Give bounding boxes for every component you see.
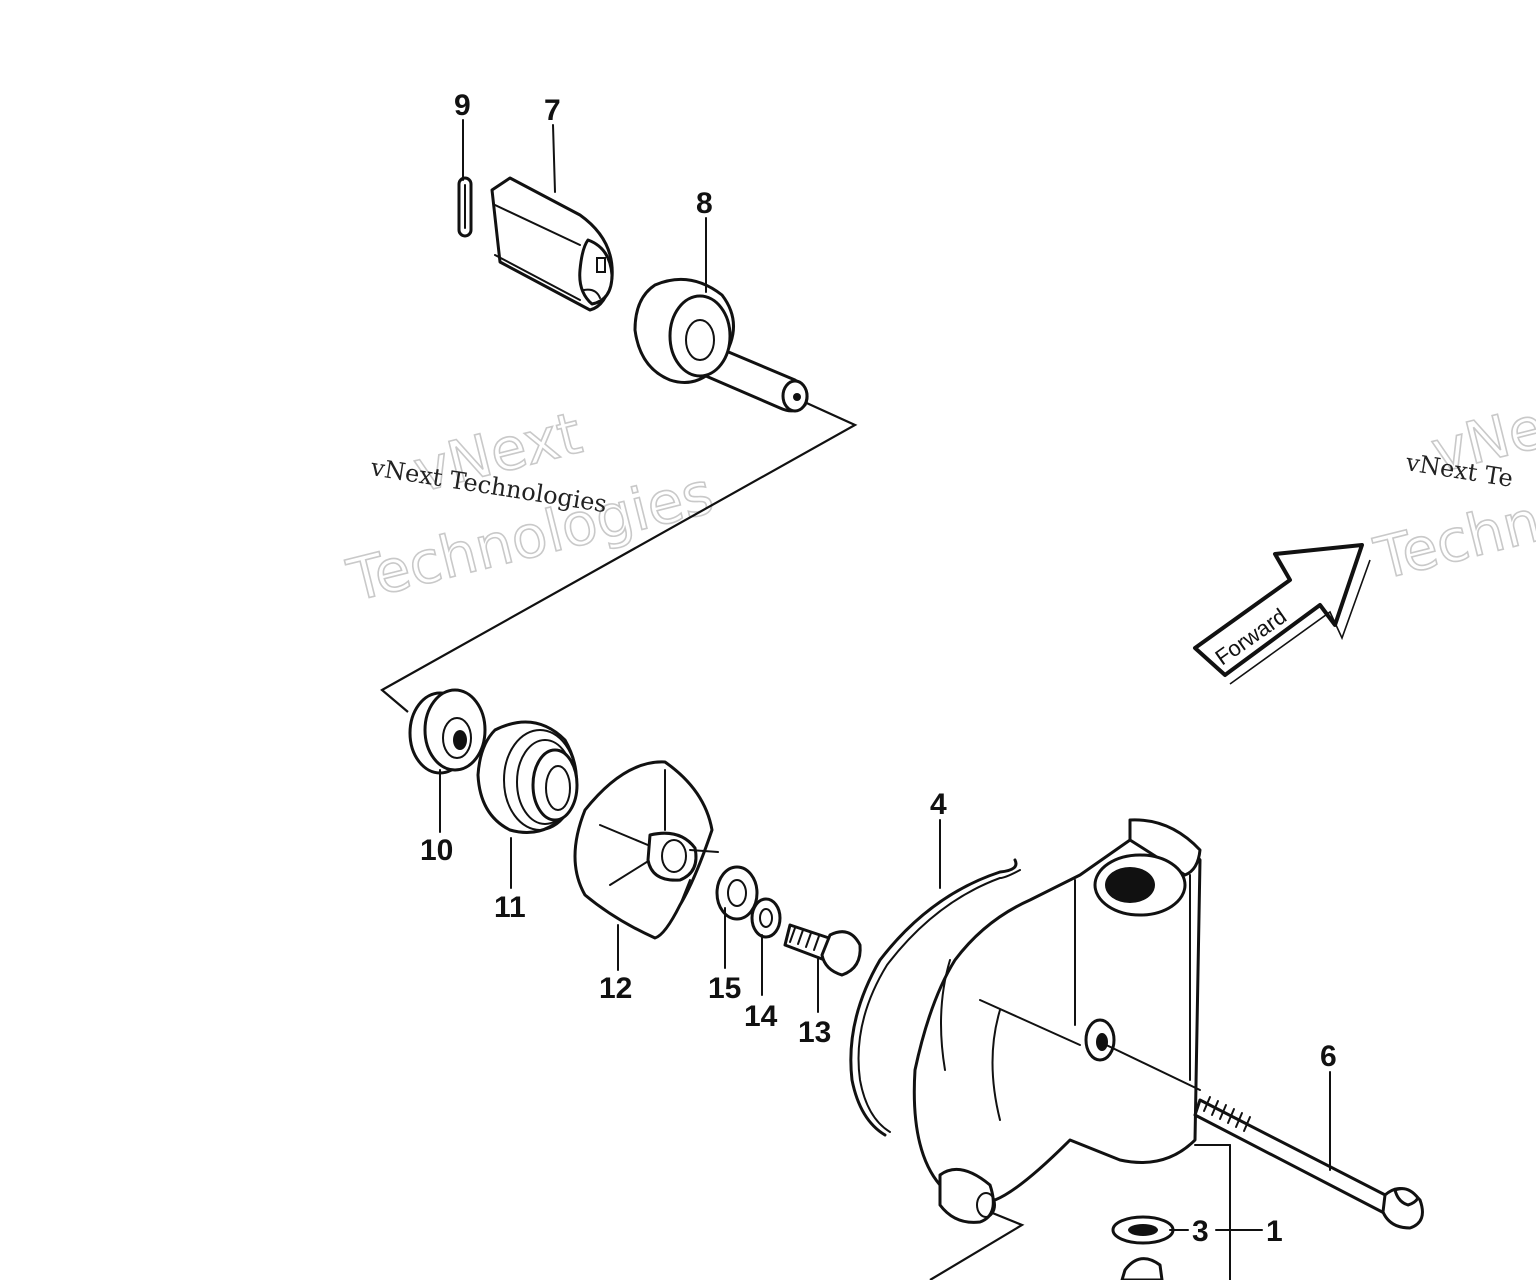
part-3-drain-washer [1111, 1215, 1175, 1245]
part-11-mechanical-seal [476, 720, 579, 834]
part-13-bolt [783, 923, 862, 977]
callout-13: 13 [798, 1016, 831, 1049]
part-9-pin [457, 176, 473, 238]
part-14-washer [750, 897, 782, 939]
callout-15: 15 [708, 972, 741, 1005]
assembly-leader-line [380, 398, 858, 713]
pump-housing [912, 818, 1202, 1224]
part-7-sleeve [490, 176, 614, 312]
part-8-shaft-bearing [633, 277, 809, 413]
callout-11: 11 [494, 891, 526, 924]
part-15-washer [715, 865, 759, 921]
callout-4: 4 [930, 788, 947, 821]
forward-direction-arrow: Forward [1193, 543, 1371, 685]
watermark-right-line2: Techno [1368, 478, 1536, 593]
callout-9: 9 [454, 89, 471, 122]
part-10-oil-seal [408, 688, 487, 775]
part-6-guide-line [1099, 1041, 1201, 1091]
callout-leaders [439, 119, 1331, 1280]
drain-bolt [1120, 1257, 1164, 1280]
bottom-leader-line [929, 1210, 1025, 1280]
callout-6: 6 [1320, 1040, 1337, 1073]
callout-12: 12 [599, 972, 632, 1005]
part-4-gasket [849, 858, 1021, 1137]
callout-8: 8 [696, 187, 713, 220]
callout-3: 3 [1192, 1215, 1209, 1248]
callout-7: 7 [544, 94, 561, 127]
part-12-impeller [573, 760, 719, 940]
watermark-right: vNe Techno [1367, 392, 1536, 594]
callout-14: 14 [744, 1000, 778, 1033]
callout-10: 10 [420, 834, 453, 867]
callout-1: 1 [1266, 1215, 1283, 1248]
